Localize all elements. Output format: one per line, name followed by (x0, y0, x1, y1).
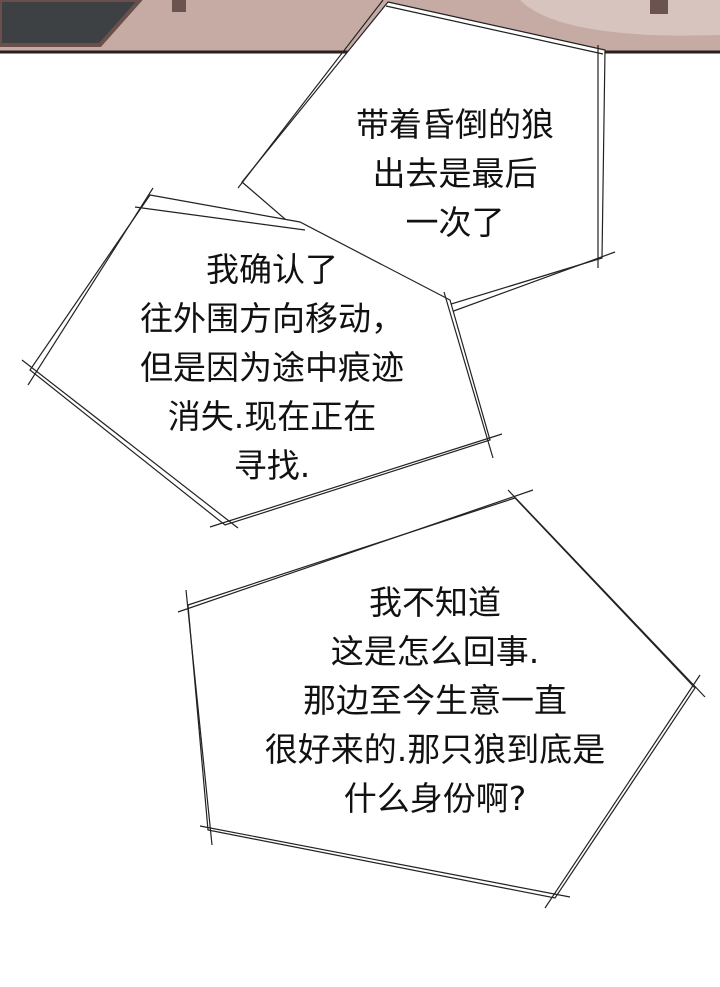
speech-bubble-1-text: 带着昏倒的狼 出去是最后 一次了 (356, 100, 554, 247)
bubble-line: 那边至今生意一直 (303, 681, 567, 720)
speech-bubbles (21, 0, 706, 909)
bubble-3-shape (187, 497, 696, 899)
bubble-2-shape (29, 194, 491, 526)
bubble-line: 带着昏倒的狼 (356, 105, 554, 144)
bubble-line: 寻找. (233, 446, 311, 485)
bubble-line: 我确认了 (206, 250, 338, 289)
bubble-line: 往外围方向移动， (140, 299, 404, 338)
speech-bubble-3-text: 我不知道 这是怎么回事. 那边至今生意一直 很好来的.那只狼到底是 什么身份啊? (265, 578, 606, 823)
bubble-line: 但是因为途中痕迹 (140, 348, 404, 387)
bubble-line: 什么身份啊? (343, 779, 527, 818)
bubble-line: 这是怎么回事. (330, 632, 540, 671)
bubble-line: 一次了 (405, 203, 505, 242)
bubble-line: 消失.现在正在 (167, 397, 377, 436)
bubble-line: 出去是最后 (372, 154, 538, 193)
bubble-line: 很好来的.那只狼到底是 (264, 730, 606, 769)
bubble-line: 我不知道 (369, 583, 501, 622)
speech-bubble-2-text: 我确认了 往外围方向移动， 但是因为途中痕迹 消失.现在正在 寻找. (140, 245, 404, 490)
